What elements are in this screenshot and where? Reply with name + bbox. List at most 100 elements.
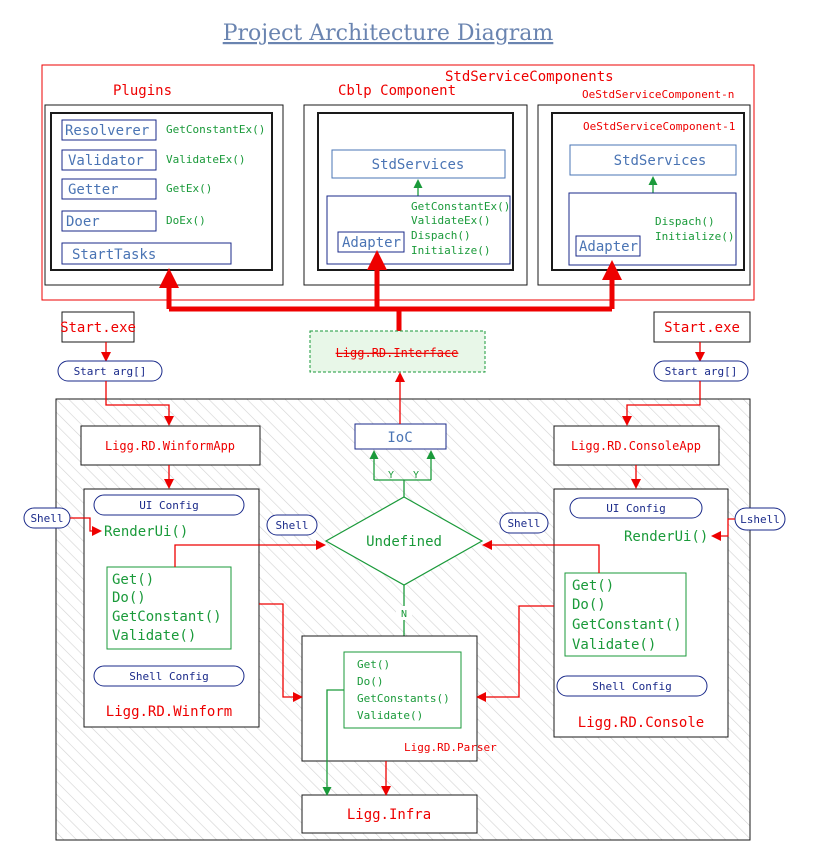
- validator-method: ValidateEx(): [166, 153, 245, 166]
- parser-method-2: GetConstants(): [357, 692, 450, 705]
- n-label: N: [401, 609, 407, 620]
- cblp-label: Cblp Component: [338, 83, 456, 99]
- interface-bus-arrows: [166, 270, 615, 331]
- interface-label: Ligg.RD.Interface: [336, 346, 459, 360]
- std-service-components-label: StdServiceComponents: [445, 69, 614, 85]
- winform-render-ui: RenderUi(): [104, 524, 188, 540]
- cblp-stdservices-label: StdServices: [372, 157, 465, 173]
- winform-ui-config-label: UI Config: [139, 499, 199, 512]
- oestd-n-label: OeStdServiceComponent-n: [582, 88, 734, 101]
- right-start-args-label: Start arg[]: [665, 365, 738, 378]
- winform-shell-config: [93, 665, 245, 687]
- cblp-method-3: Initialize(): [411, 244, 490, 257]
- winform-method-1: Do(): [112, 590, 146, 606]
- parser-method-1: Do(): [357, 675, 384, 688]
- doer-method: DoEx(): [166, 214, 206, 227]
- console-ui-config: [569, 497, 703, 519]
- diagram-title: Project Architecture Diagram: [223, 21, 554, 46]
- winform-name: Ligg.RD.Winform: [106, 704, 232, 720]
- parser-method-0: Get(): [357, 658, 390, 671]
- doer-label: Doer: [66, 214, 100, 230]
- oestd-1-label: OeStdServiceComponent-1: [583, 120, 735, 133]
- winform-app-label: Ligg.RD.WinformApp: [105, 439, 235, 453]
- shell-right-inner-label: Shell: [507, 517, 540, 530]
- bus-arrowhead-plugins: [159, 268, 179, 288]
- oestd-adapter-label: Adapter: [579, 239, 638, 255]
- console-app-box: [553, 425, 720, 466]
- console-method-0: Get(): [572, 578, 614, 594]
- lshell-label: Lshell: [740, 513, 780, 526]
- cblp-adapter-label: Adapter: [342, 235, 401, 251]
- lshell-to-renderui-arrow: [711, 518, 735, 541]
- winform-to-parser-arrow: [259, 603, 303, 702]
- parser-name: Ligg.RD.Parser: [404, 741, 497, 754]
- plugins-label: Plugins: [113, 83, 172, 99]
- resolverer-box: [61, 119, 157, 141]
- left-start-exe-label: Start.exe: [60, 320, 136, 336]
- parser-methods-box: [343, 651, 462, 729]
- cblp-method-0: GetConstantEx(): [411, 200, 510, 213]
- oestd-method-1: Initialize(): [655, 230, 734, 243]
- winform-method-0: Get(): [112, 572, 154, 588]
- cblp-method-1: ValidateEx(): [411, 214, 490, 227]
- console-name: Ligg.RD.Console: [578, 715, 704, 731]
- winform-to-decision-arrow: [174, 540, 326, 567]
- winform-ui-config: [93, 494, 245, 516]
- console-methods-box: [564, 572, 687, 657]
- bus-arrowhead-oestd: [602, 260, 622, 280]
- console-app-label: Ligg.RD.ConsoleApp: [571, 439, 701, 453]
- console-ui-config-label: UI Config: [606, 502, 666, 515]
- getter-method: GetEx(): [166, 182, 212, 195]
- resolverer-method: GetConstantEx(): [166, 123, 265, 136]
- infra-label: Ligg.Infra: [347, 807, 431, 823]
- ioc-label: IoC: [387, 430, 412, 446]
- start-tasks-box: [61, 242, 232, 265]
- shell-left-outer-label: Shell: [30, 512, 63, 525]
- interface-box: [309, 330, 486, 373]
- left-args-to-winformapp: [105, 381, 174, 426]
- console-method-3: Validate(): [572, 637, 656, 653]
- console-render-ui: RenderUi(): [624, 529, 708, 545]
- resolverer-label: Resolverer: [65, 123, 149, 139]
- left-start-args-label: Start arg[]: [74, 365, 147, 378]
- cblp-adapter-box: [337, 231, 405, 253]
- winform-methods-box: [106, 566, 232, 650]
- ioc-box: [354, 423, 447, 450]
- right-start-exe-label: Start.exe: [664, 320, 740, 336]
- shell-right-inner: [499, 512, 549, 534]
- winform-shell-config-label: Shell Config: [129, 670, 208, 683]
- oestd-adapter-box: [575, 235, 641, 257]
- cblp-adapter-group: [326, 195, 511, 265]
- left-start-exe-box: [61, 311, 135, 343]
- oestd-stdservices-box: [569, 144, 737, 176]
- y-branches: [369, 450, 436, 497]
- doer-box: [61, 210, 157, 232]
- start-tasks-label: StartTasks: [72, 247, 156, 263]
- cblp-method-2: Dispach(): [411, 229, 471, 242]
- validator-label: Validator: [68, 153, 144, 169]
- right-start-args: [653, 360, 749, 382]
- right-args-to-consoleapp: [622, 381, 701, 426]
- parser-methods-to-infra-arrow: [322, 689, 344, 796]
- winform-method-2: GetConstant(): [112, 609, 222, 625]
- infra-box: [301, 794, 478, 834]
- bus-arrowhead-cblp: [367, 250, 387, 270]
- console-shell-config-label: Shell Config: [592, 680, 671, 693]
- validator-box: [61, 149, 157, 171]
- cblp-stdservices-box: [331, 149, 506, 179]
- console-to-parser-arrow: [476, 605, 554, 702]
- getter-label: Getter: [68, 182, 119, 198]
- shell-left-inner: [266, 514, 318, 536]
- y-label-left: Y: [388, 470, 394, 481]
- shell-left-inner-label: Shell: [275, 519, 308, 532]
- shell-to-renderui-arrow: [70, 517, 102, 536]
- std-service-components-frame: [41, 64, 755, 301]
- console-method-2: GetConstant(): [572, 617, 682, 633]
- left-start-args: [57, 360, 163, 382]
- y-label-right: Y: [413, 470, 419, 481]
- console-to-decision-arrow: [482, 540, 600, 573]
- undefined-label: Undefined: [366, 534, 442, 550]
- winform-app-box: [80, 425, 261, 466]
- parser-method-3: Validate(): [357, 709, 423, 722]
